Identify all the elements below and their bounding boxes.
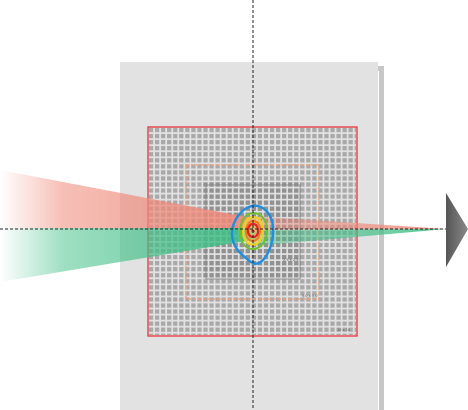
beam-red-right: [252, 216, 446, 230]
beam-green-left: [0, 228, 252, 282]
beam-green-right: [252, 229, 446, 246]
play-triangle-icon: [446, 193, 468, 267]
outer-square-label: 10 x 10: [337, 328, 350, 332]
contour-green: [238, 211, 269, 251]
middle-square-label: 5.0 x 5.0: [302, 294, 317, 298]
inner-square-label: 2.5 x 2.5: [283, 258, 298, 262]
crosshair-icon: [0, 0, 446, 410]
beam-red-left: [0, 170, 252, 228]
